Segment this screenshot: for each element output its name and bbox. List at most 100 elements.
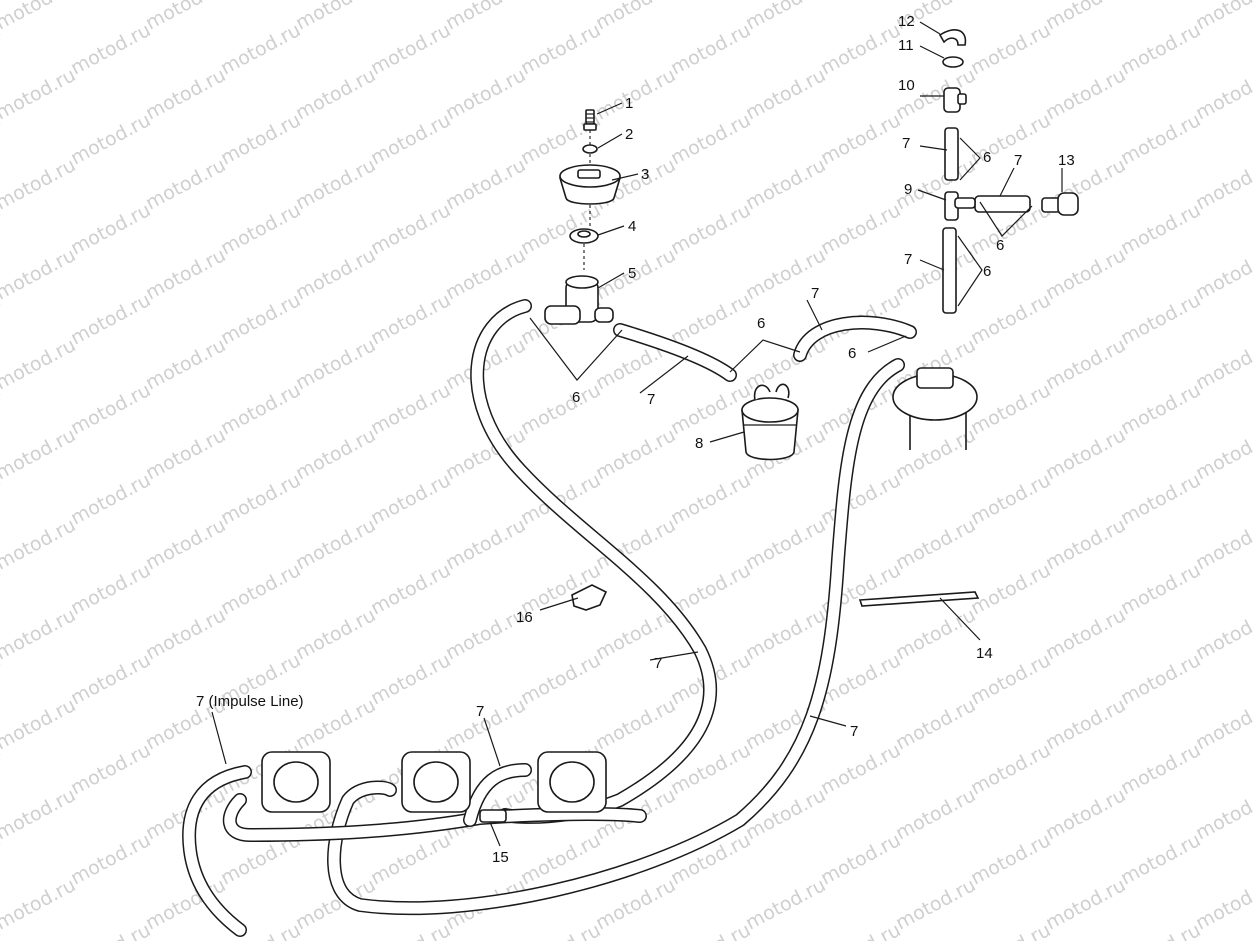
watermark-text: motod.ru xyxy=(1117,469,1204,529)
watermark-text: motod.ru xyxy=(142,154,229,214)
watermark-text: motod.ru xyxy=(967,289,1054,349)
watermark-text: motod.ru xyxy=(1192,154,1254,214)
watermark-text: motod.ru xyxy=(1042,0,1129,34)
watermark-text: motod.ru xyxy=(142,0,229,34)
watermark-text: motod.ru xyxy=(967,829,1054,889)
leader-lines xyxy=(211,21,1063,847)
callout-4: 4 xyxy=(628,218,636,235)
watermark-text: motod.ru xyxy=(1042,334,1129,394)
check-valve-part-10 xyxy=(943,87,967,113)
watermark-text: motod.ru xyxy=(292,154,379,214)
callout-7-filter-hose: 7 xyxy=(811,285,819,302)
watermark-text: motod.ru xyxy=(1192,604,1254,664)
watermark-text: motod.ru xyxy=(817,739,904,799)
watermark-text: motod.ru xyxy=(1192,64,1254,124)
watermark-text: motod.ru xyxy=(967,19,1054,79)
watermark-text: motod.ru xyxy=(367,289,454,349)
watermark-text: motod.ru xyxy=(367,559,454,619)
clip-part-16 xyxy=(571,584,608,611)
watermark-text: motod.ru xyxy=(67,469,154,529)
watermark-text: motod.ru xyxy=(517,919,604,941)
callout-6-vent-upper: 6 xyxy=(983,149,991,166)
watermark-text: motod.ru xyxy=(517,19,604,79)
watermark-text: motod.ru xyxy=(1117,109,1204,169)
watermark-text: motod.ru xyxy=(442,0,529,34)
watermark-text: motod.ru xyxy=(592,694,679,754)
watermark-text: motod.ru xyxy=(217,289,304,349)
watermark-text: motod.ru xyxy=(142,604,229,664)
watermark-text: motod.ru xyxy=(367,469,454,529)
watermark-text: motod.ru xyxy=(892,694,979,754)
watermark-text: motod.ru xyxy=(1042,604,1129,664)
watermark-text: motod.ru xyxy=(1192,424,1254,484)
watermark-text: motod.ru xyxy=(367,649,454,709)
watermark-text: motod.ru xyxy=(742,64,829,124)
watermark-text: motod.ru xyxy=(292,0,379,34)
watermark-text: motod.ru xyxy=(1042,244,1129,304)
watermark-text: motod.ru xyxy=(892,604,979,664)
watermark-text: motod.ru xyxy=(817,829,904,889)
watermark-text: motod.ru xyxy=(217,199,304,259)
watermark-text: motod.ru xyxy=(517,379,604,439)
watermark-text: motod.ru xyxy=(67,379,154,439)
watermark-text: motod.ru xyxy=(67,19,154,79)
fitting-part-13 xyxy=(1041,192,1079,216)
elbow-part-12 xyxy=(938,29,967,46)
watermark-text: motod.ru xyxy=(1192,0,1254,34)
watermark-text: motod.ru xyxy=(742,154,829,214)
callout-5: 5 xyxy=(628,265,636,282)
watermark-text: motod.ru xyxy=(0,64,79,124)
callout-6-pump: 6 xyxy=(572,389,580,406)
callout-7-main-loop: 7 xyxy=(654,655,662,672)
watermark-text: motod.ru xyxy=(967,919,1054,941)
carburetor-right xyxy=(537,751,607,813)
watermark-text: motod.ru xyxy=(1117,829,1204,889)
watermark-text: motod.ru xyxy=(67,919,154,941)
watermark-text: motod.ru xyxy=(892,784,979,844)
watermark-text: motod.ru xyxy=(292,604,379,664)
watermark-text: motod.ru xyxy=(1192,874,1254,934)
nut-part-4 xyxy=(569,228,599,244)
watermark-text: motod.ru xyxy=(1042,64,1129,124)
strap-part-14 xyxy=(858,591,980,607)
watermark-text: motod.ru xyxy=(967,379,1054,439)
watermark-text: motod.ru xyxy=(667,199,754,259)
callout-9: 9 xyxy=(904,181,912,198)
callout-15: 15 xyxy=(492,849,509,866)
watermark-text: motod.ru xyxy=(967,739,1054,799)
watermark-text: motod.ru xyxy=(1042,424,1129,484)
watermark-text: motod.ru xyxy=(0,244,79,304)
watermark-text: motod.ru xyxy=(0,874,79,934)
callout-6-vent-lower: 6 xyxy=(983,263,991,280)
watermark-text: motod.ru xyxy=(67,109,154,169)
watermark-text: motod.ru xyxy=(0,514,79,574)
watermark-text: motod.ru xyxy=(217,109,304,169)
watermark-text: motod.ru xyxy=(892,874,979,934)
watermark-text: motod.ru xyxy=(1117,739,1204,799)
watermark-text: motod.ru xyxy=(67,199,154,259)
watermark-text: motod.ru xyxy=(1117,559,1204,619)
watermark-text: motod.ru xyxy=(1117,19,1204,79)
watermark-text: motod.ru xyxy=(892,514,979,574)
watermark-text: motod.ru xyxy=(667,109,754,169)
callout-6-tank: 6 xyxy=(848,345,856,362)
watermark-text: motod.ru xyxy=(1117,289,1204,349)
watermark-text: motod.ru xyxy=(292,694,379,754)
watermark-text: motod.ru xyxy=(1042,784,1129,844)
callout-7-pump-hose: 7 xyxy=(647,391,655,408)
watermark-text: motod.ru xyxy=(742,0,829,34)
watermark-text: motod.ru xyxy=(0,604,79,664)
vent-hose-upper xyxy=(944,127,959,181)
watermark-text: motod.ru xyxy=(67,559,154,619)
watermark-text: motod.ru xyxy=(1042,514,1129,574)
watermark-text: motod.ru xyxy=(1192,514,1254,574)
fitting-part-15 xyxy=(479,809,507,823)
watermark-text: motod.ru xyxy=(67,739,154,799)
watermark-text: motod.ru xyxy=(1192,334,1254,394)
watermark-text: motod.ru xyxy=(142,64,229,124)
watermark-text: motod.ru xyxy=(442,154,529,214)
watermark-text: motod.ru xyxy=(592,0,679,34)
carburetor-left xyxy=(261,751,331,813)
